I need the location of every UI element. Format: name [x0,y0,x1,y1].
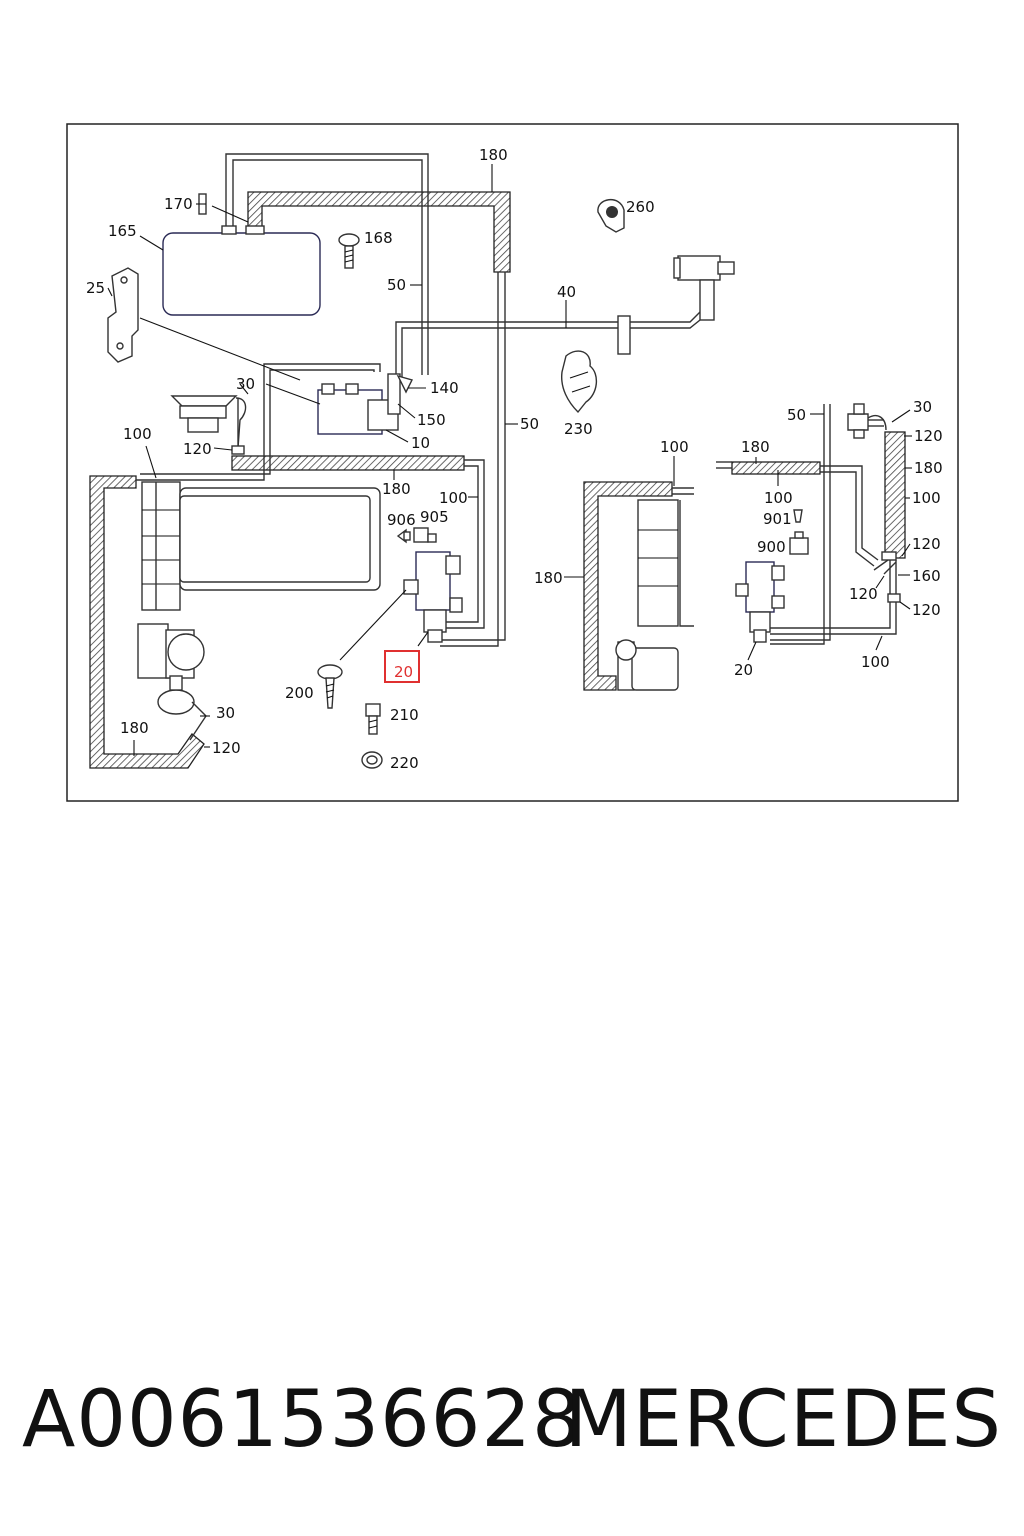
footer: A0061536628 MERCEDES [0,1375,1024,1465]
bracket-25 [107,267,139,363]
callout-100-e: 100 [912,489,941,507]
callout-100-c: 100 [660,438,689,456]
leader-lines [107,164,912,756]
part-905 [413,527,437,543]
valve-20 [403,551,463,643]
callout-180-c: 180 [741,438,770,456]
intake-module [141,481,381,611]
callout-180-e: 180 [914,459,943,477]
callout-50-c: 50 [787,406,806,424]
callout-168: 168 [364,229,393,247]
callout-180-mid: 180 [382,480,411,498]
callout-180-top: 180 [479,146,508,164]
callout-50-a: 50 [387,276,406,294]
callout-906: 906 [387,511,416,529]
check-valve-40 [673,255,735,321]
part-number: A0061536628 [22,1375,583,1465]
callout-230: 230 [564,420,593,438]
callout-120-d: 120 [912,535,941,553]
callout-120-e: 120 [849,585,878,603]
callout-100-b: 100 [439,489,468,507]
callout-100-d: 100 [764,489,793,507]
screw-168 [338,233,360,269]
actuator-30-bottom [137,623,207,741]
hatched-hoses [89,191,906,769]
part-906 [396,528,411,544]
callout-905: 905 [420,508,449,526]
part-900 [789,531,809,555]
vacuum-tank [162,232,321,316]
screw-200 [317,664,343,709]
callout-25: 25 [86,279,105,297]
callout-20-b: 20 [734,661,753,679]
diagram-frame [66,123,959,802]
valve-20-right [735,561,785,643]
actuator-30-right [847,403,887,439]
callout-10: 10 [411,434,430,452]
callout-165: 165 [108,222,137,240]
callout-30-c: 30 [913,398,932,416]
callout-900: 900 [757,538,786,556]
callout-901: 901 [763,510,792,528]
callout-30-a: 30 [236,375,255,393]
callout-120-f: 120 [912,601,941,619]
callout-170: 170 [164,195,193,213]
callout-180-bot: 180 [120,719,149,737]
part-901 [793,509,803,523]
clip-260 [597,199,625,233]
callout-120-a: 120 [183,440,212,458]
callout-100-f: 100 [861,653,890,671]
callout-100-a: 100 [123,425,152,443]
highlight-box [384,650,420,683]
callout-50-b: 50 [520,415,539,433]
callout-30-b: 30 [216,704,235,722]
callout-210: 210 [390,706,419,724]
callout-40: 40 [557,283,576,301]
callout-20-highlight: 20 [394,663,413,681]
intake-module-right [615,499,694,691]
vacuum-system-diagram: 180 170 165 168 260 25 50 40 30 140 150 … [66,123,959,802]
callout-labels: 180 170 165 168 260 25 50 40 30 140 150 … [86,146,943,772]
actuator-30 [170,395,247,455]
callout-180-d: 180 [534,569,563,587]
callout-160: 160 [912,567,941,585]
brand-name: MERCEDES [564,1375,1002,1465]
callout-220: 220 [390,754,419,772]
plain-tubes [136,153,897,647]
clamp-230 [561,350,597,414]
valve-10 [317,373,414,435]
callout-200: 200 [285,684,314,702]
callout-140: 140 [430,379,459,397]
callout-120-b: 120 [212,739,241,757]
callout-260: 260 [626,198,655,216]
callout-120-c: 120 [914,427,943,445]
callout-150: 150 [417,411,446,429]
grommet-220 [361,751,383,769]
bolt-210 [365,703,381,735]
